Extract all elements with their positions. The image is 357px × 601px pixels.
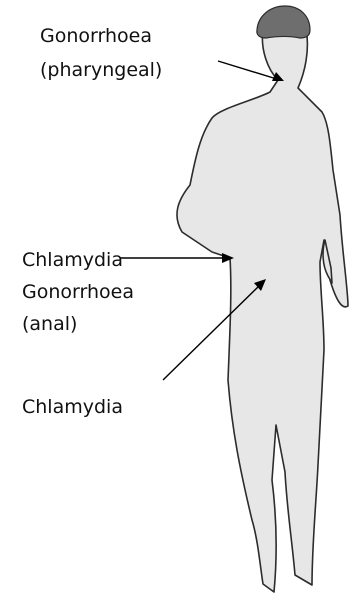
human-figure <box>177 6 348 592</box>
anal-label-line-3: (anal) <box>22 313 77 335</box>
anal-label-line-1: Chlamydia <box>22 249 123 271</box>
anal-label-line-2: Gonorrhoea <box>22 281 134 303</box>
label-urethral: Chlamydia <box>22 396 123 418</box>
body-silhouette <box>177 28 348 592</box>
urethral-label-line-1: Chlamydia <box>22 396 123 418</box>
swim-cap <box>257 6 310 38</box>
anal-arrow <box>120 253 234 263</box>
label-pharyngeal: Gonorrhoea (pharyngeal) <box>40 25 162 81</box>
pharyngeal-label-line-1: Gonorrhoea <box>40 25 152 47</box>
pharyngeal-label-line-2: (pharyngeal) <box>40 59 162 81</box>
label-anal: Chlamydia Gonorrhoea (anal) <box>22 249 134 335</box>
